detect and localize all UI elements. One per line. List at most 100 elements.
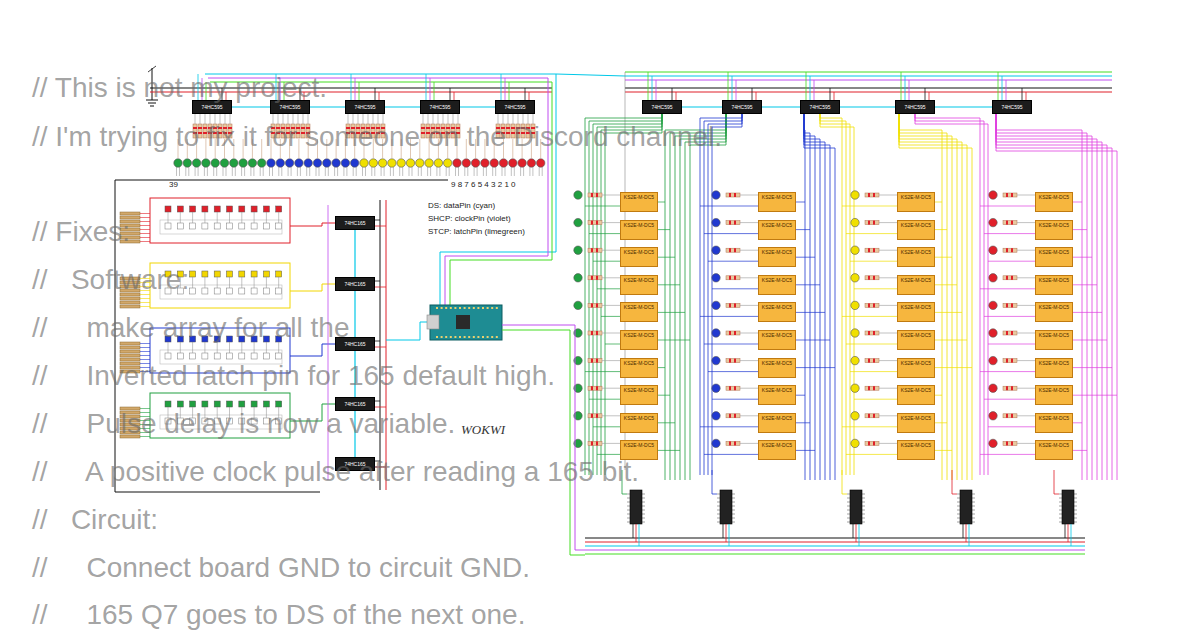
chip-pin (847, 498, 850, 499)
led-symbol (712, 274, 720, 282)
relay-label: KS2E-M-DC5 (1039, 361, 1069, 366)
led-symbol (276, 206, 282, 212)
chip-pin (732, 494, 735, 495)
header-wire (140, 213, 150, 214)
led-leg (430, 167, 431, 176)
relay-label: KS2E-M-DC5 (901, 195, 931, 200)
output-wire (665, 114, 726, 480)
led-symbol (227, 206, 233, 212)
header-pin (120, 301, 140, 304)
input-wire (712, 470, 717, 494)
led-symbol (989, 384, 997, 392)
pin (445, 336, 447, 338)
led-symbol (574, 274, 582, 282)
wire (1002, 76, 1003, 100)
shift-register-chip: 74HC595 (270, 100, 310, 114)
led-symbol (851, 329, 859, 337)
resistor-band (596, 303, 598, 307)
relay-wire (879, 305, 897, 306)
resistor-band (596, 359, 598, 363)
resistor-symbol (1003, 193, 1017, 197)
resistor-symbol (588, 386, 602, 390)
led-leg (356, 167, 357, 176)
led-symbol (351, 159, 359, 167)
relay-wire (589, 233, 620, 234)
led-leg (505, 167, 506, 176)
data-bus (625, 76, 1112, 77)
wire (430, 78, 431, 100)
led-leg (384, 167, 385, 176)
wire (859, 524, 860, 546)
led-leg (204, 167, 205, 176)
led-leg (436, 167, 437, 176)
chip-pin (972, 498, 975, 499)
resistor-symbol (865, 414, 879, 418)
header-wire (140, 229, 150, 230)
chip-label: 74HC595 (651, 105, 672, 110)
relay-label: KS2E-M-DC5 (1039, 333, 1069, 338)
led-symbol (190, 206, 196, 212)
clock-wire (502, 325, 585, 550)
relay-label: KS2E-M-DC5 (762, 388, 792, 393)
wire (351, 74, 352, 100)
led-symbol (258, 159, 266, 167)
relay-wire (740, 333, 758, 334)
led-symbol (434, 159, 442, 167)
wire (375, 88, 376, 100)
relay-label: KS2E-M-DC5 (901, 388, 931, 393)
led-symbol (183, 159, 191, 167)
header-wire (140, 408, 150, 409)
chip-pin (627, 518, 630, 519)
chip-pin (732, 518, 735, 519)
pin (454, 336, 456, 338)
shift-register-chip: 74HC165 (335, 277, 375, 291)
led-symbol (537, 159, 545, 167)
bottom-bus (585, 550, 1085, 551)
output-wire (804, 114, 805, 480)
wire (810, 76, 811, 100)
resistor-band (868, 276, 870, 280)
shift-register-chip: 74HC595 (800, 100, 840, 114)
header-wire (140, 241, 150, 242)
chip-pin (717, 518, 720, 519)
wire (925, 88, 926, 100)
relay-wire (740, 195, 758, 196)
button-symbol (190, 223, 196, 229)
resistor-symbol (865, 331, 879, 335)
header-pin (120, 354, 140, 357)
resistor-symbol (588, 276, 602, 280)
shift-register-chip: 74HC165 (335, 216, 375, 230)
relay-wire (1073, 367, 1112, 368)
power-wire (386, 200, 387, 490)
resistor-band (729, 331, 731, 335)
chip-pin (862, 506, 865, 507)
chip-pin (732, 522, 735, 523)
button-symbol (177, 353, 183, 359)
pin (482, 336, 484, 338)
relay-module: KS2E-M-DC5 (758, 440, 796, 460)
wire (434, 82, 435, 100)
chip-pin (957, 510, 960, 511)
resistor-symbol (588, 221, 602, 225)
chip-label: 74HC595 (279, 105, 300, 110)
relay-label: KS2E-M-DC5 (624, 388, 654, 393)
led-leg (371, 167, 372, 176)
led-leg (250, 167, 251, 176)
relay-wire (602, 415, 620, 416)
signal-note: SHCP: clockPin (violet) (428, 215, 511, 223)
relay-wire (796, 312, 825, 313)
button-symbol (276, 288, 282, 294)
resistor-band (1011, 414, 1013, 418)
led-leg (390, 167, 391, 176)
relay-wire (1017, 195, 1035, 196)
relay-wire (1073, 202, 1082, 203)
shift-register-chip: 74HC595 (192, 100, 232, 114)
wire (726, 524, 727, 542)
resistor-symbol (1003, 303, 1017, 307)
resistor-symbol (1003, 331, 1017, 335)
led-leg (464, 167, 465, 176)
wire (501, 74, 502, 100)
relay-wire (712, 288, 758, 289)
relay-module: KS2E-M-DC5 (1035, 440, 1073, 460)
wire (379, 92, 380, 100)
